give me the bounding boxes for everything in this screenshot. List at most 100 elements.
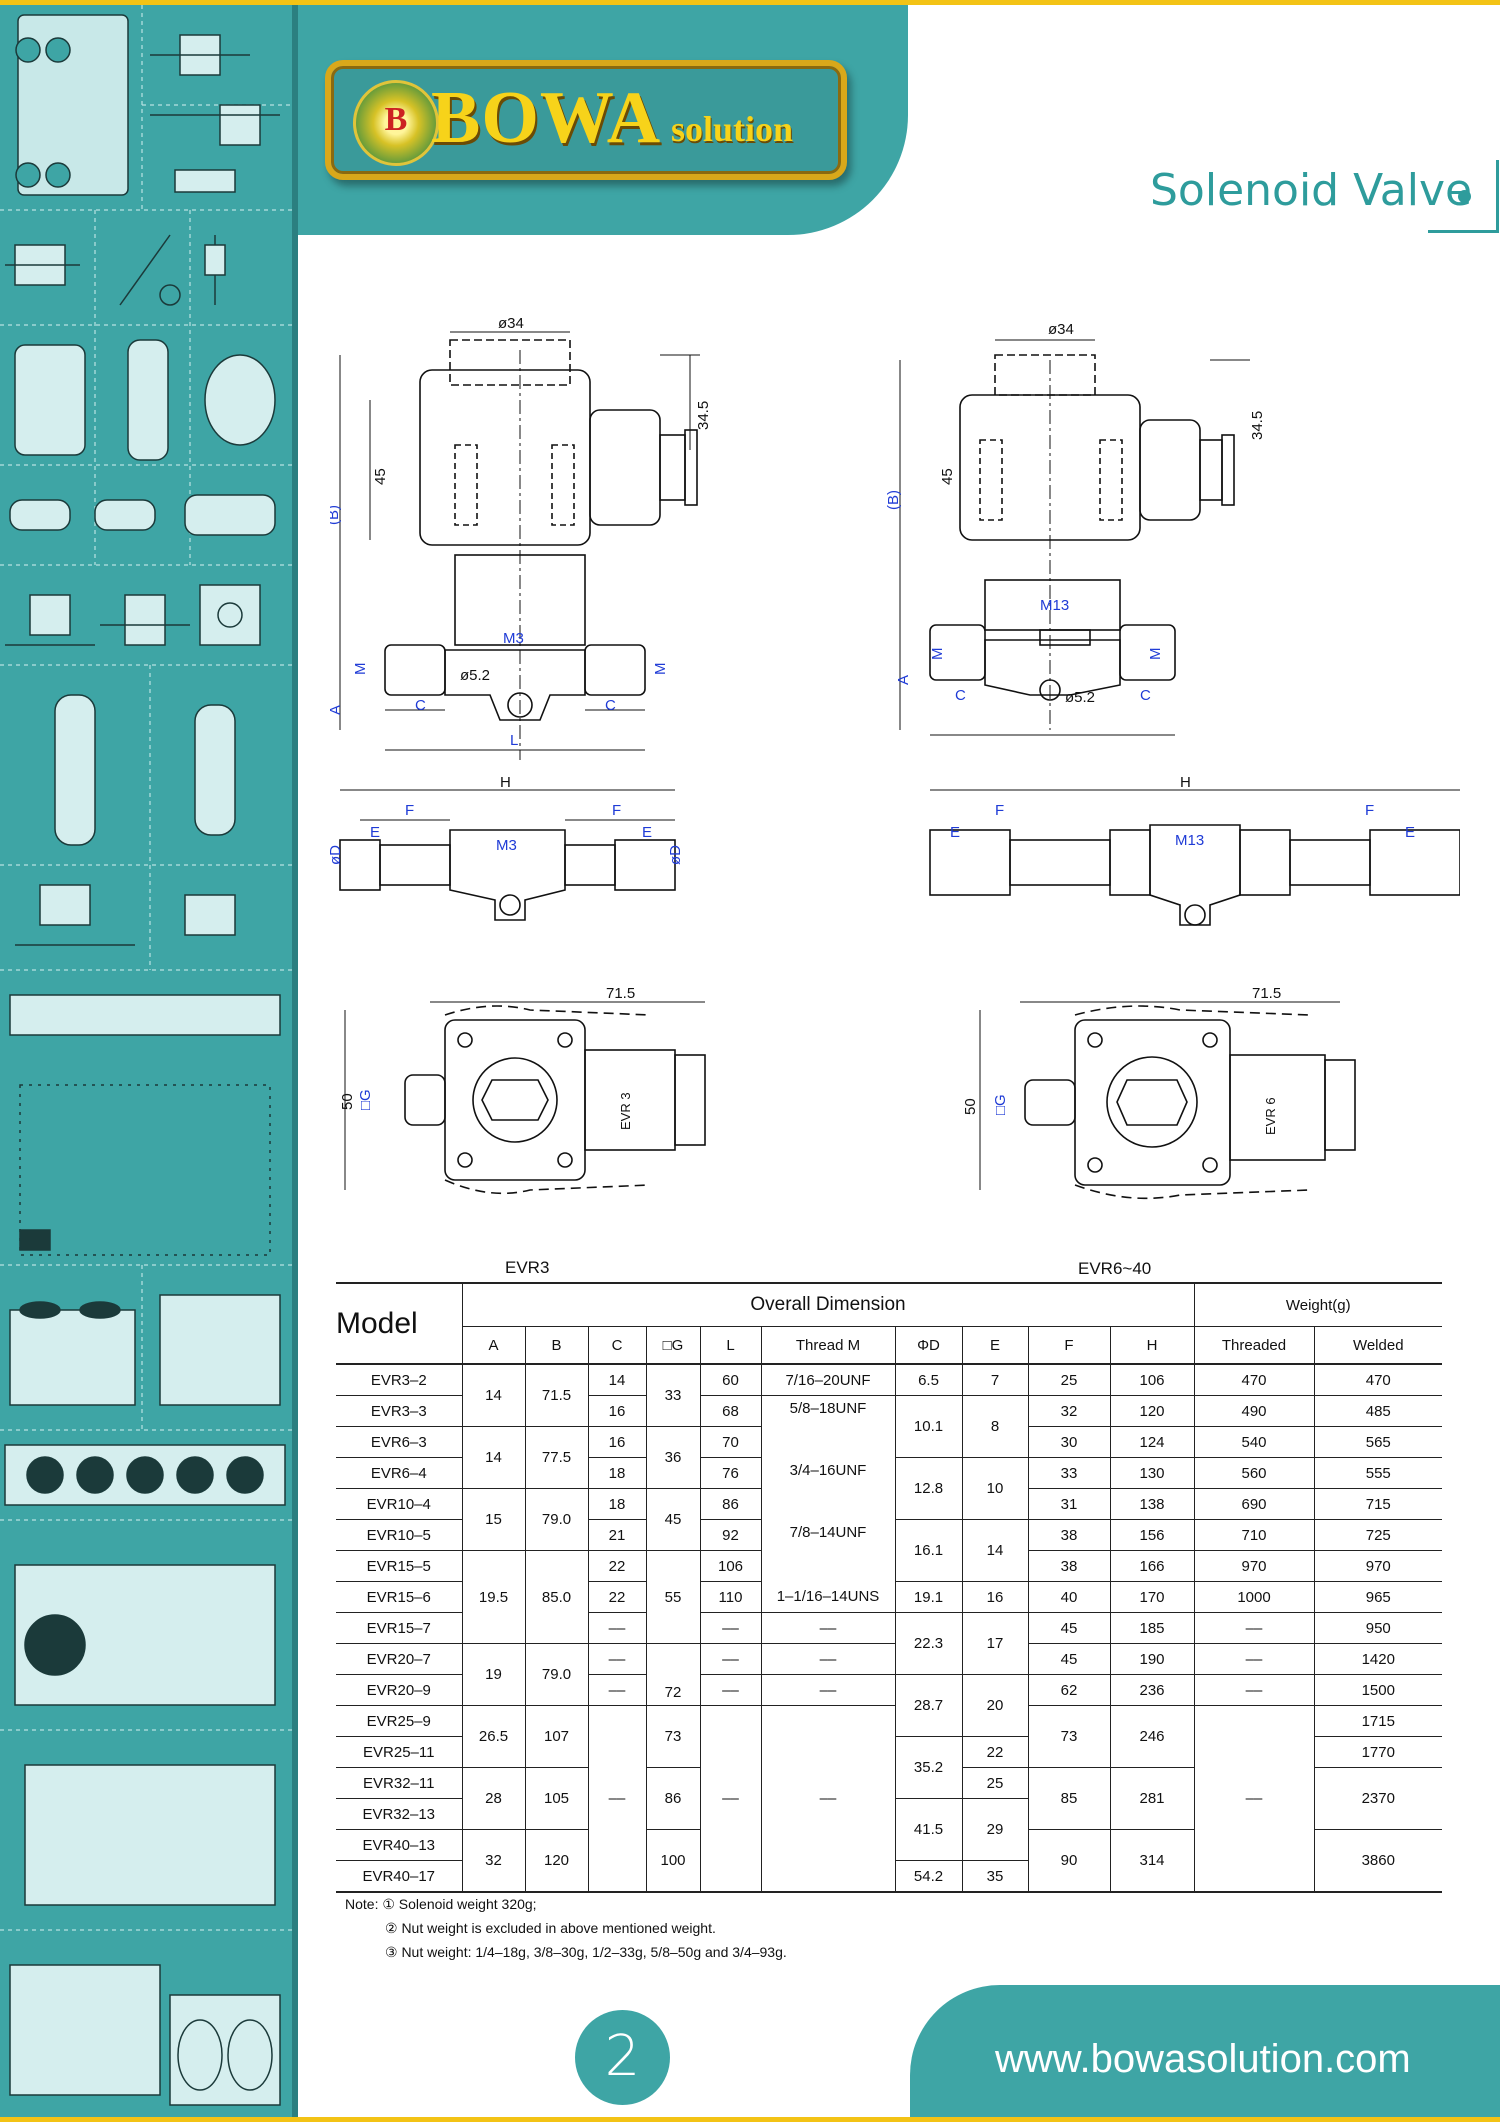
f-cell: 30 [1027, 1426, 1110, 1458]
dim-34-5-left: 34.5 [695, 401, 712, 430]
b-cell: 107 [524, 1705, 588, 1768]
website-url[interactable]: www.bowasolution.com [995, 2037, 1411, 2081]
threaded-cell: 1000 [1193, 1581, 1314, 1613]
table-row: EVR3–2 14 71.5 14 33 60 7/16–20UNF 6.5 7… [336, 1364, 1442, 1427]
b-cell: 71.5 [524, 1364, 588, 1427]
model-cell: EVR40–17 [336, 1860, 462, 1893]
welded-cell: 2370 [1313, 1767, 1442, 1830]
model-cell: EVR10–5 [336, 1519, 462, 1551]
caption-evr6-40: EVR6~40 [1078, 1259, 1152, 1278]
threaded-cell: –– [1193, 1705, 1314, 1893]
table-row: EVR32–13 41.5 29 [336, 1798, 1442, 1861]
dim-f-right-1: F [995, 802, 1004, 819]
dim-d-left-2: øD [667, 845, 684, 865]
dim-a-right: A [895, 675, 912, 685]
col-threaded-header: Threaded [1193, 1326, 1314, 1364]
table-row: EVR15–5 19.5 85.0 22 55 106 38 166 970 9… [336, 1550, 1442, 1644]
welded-cell: 3860 [1313, 1829, 1442, 1893]
col-h-header: H [1109, 1326, 1194, 1364]
dim-dia5-2-left: ø5.2 [460, 667, 490, 684]
dim-71-5-left: 71.5 [606, 985, 635, 1002]
g-cell: 33 [645, 1364, 700, 1427]
model-header: Model [336, 1306, 418, 1340]
a-cell: 32 [461, 1829, 525, 1893]
model-cell: EVR6–3 [336, 1426, 462, 1458]
table-row: EVR15–7 –– –– –– 22.3 17 45 185 –– 950 [336, 1612, 1442, 1675]
col-a-header: A [461, 1326, 525, 1364]
thread-cell: 7/8–14UNF [760, 1519, 895, 1582]
h-cell: 124 [1109, 1426, 1194, 1458]
g-cell: 36 [645, 1426, 700, 1489]
e-cell: 10 [961, 1457, 1028, 1520]
c-cell: 18 [587, 1457, 646, 1489]
l-cell: 106 [699, 1550, 761, 1582]
f-cell: 32 [1027, 1395, 1110, 1427]
h-cell: 156 [1109, 1519, 1194, 1551]
l-cell: 76 [699, 1457, 761, 1489]
l-cell: 68 [699, 1395, 761, 1427]
welded-cell: 715 [1313, 1488, 1442, 1520]
g-cell: 55 [645, 1550, 700, 1644]
welded-cell: 485 [1313, 1395, 1442, 1427]
col-thread-header: Thread M [760, 1326, 895, 1364]
h-cell: 190 [1109, 1643, 1194, 1675]
table-notes: Note: ① Solenoid weight 320g; ② Nut weig… [345, 1892, 787, 1964]
l-cell: 86 [699, 1488, 761, 1520]
l-cell: –– [699, 1674, 761, 1706]
welded-cell: 725 [1313, 1519, 1442, 1551]
table-row: EVR3–3 16 68 5/8–18UNF 10.1 8 32 120 490… [336, 1395, 1442, 1458]
welded-cell: 1420 [1313, 1643, 1442, 1675]
caption-evr3: EVR3 [505, 1258, 550, 1277]
e-cell: 16 [961, 1581, 1028, 1613]
table-row: EVR25–11 35.2 22 1770 [336, 1736, 1442, 1799]
welded-cell: 470 [1313, 1364, 1442, 1396]
dim-34-5-right: 34.5 [1249, 411, 1266, 440]
welded-cell: 1715 [1313, 1705, 1442, 1737]
model-cell: EVR20–9 [336, 1674, 462, 1706]
model-cell: EVR20–7 [336, 1643, 462, 1675]
logo-emblem-letter: B [384, 101, 408, 138]
f-cell: 40 [1027, 1581, 1110, 1613]
thumbnail-grid [0, 5, 292, 2106]
thread-cell: 5/8–18UNF [760, 1395, 895, 1458]
model-cell: EVR15–5 [336, 1550, 462, 1582]
a-cell: 19 [461, 1643, 525, 1706]
threaded-cell: 970 [1193, 1550, 1314, 1582]
l-cell: –– [699, 1705, 761, 1893]
l-cell: 60 [699, 1364, 761, 1396]
overall-dimension-header: Overall Dimension [461, 1283, 1194, 1327]
c-cell: –– [587, 1705, 646, 1893]
dim-b-left: (B) [330, 505, 342, 525]
col-b-header: B [524, 1326, 588, 1364]
b-cell: 120 [524, 1829, 588, 1893]
e-cell: 25 [961, 1767, 1028, 1799]
threaded-cell: –– [1193, 1674, 1314, 1706]
thread-cell: 1–1/16–14UNS [760, 1581, 895, 1613]
f-cell: 73 [1027, 1705, 1110, 1768]
threaded-cell: 710 [1193, 1519, 1314, 1551]
dim-b-right: (B) [885, 490, 902, 510]
section-title: Solenoid Valve [1150, 165, 1473, 216]
a-cell: 26.5 [461, 1705, 525, 1768]
m3-label-mid: M3 [496, 837, 517, 854]
e-cell: 29 [961, 1798, 1028, 1861]
dim-e-right-2: E [1405, 824, 1415, 841]
m13-label-top: M13 [1040, 597, 1069, 614]
m3-label-top: M3 [503, 630, 524, 647]
thread-cell: 3/4–16UNF [760, 1457, 895, 1520]
dim-f-left-2: F [612, 802, 621, 819]
g-cell: 100 [645, 1829, 700, 1893]
table-row: EVR10–4 15 79.0 18 45 86 31 138 690 715 [336, 1488, 1442, 1551]
table-row: EVR32–11 28 105 86 25 85 281 2370 [336, 1767, 1442, 1830]
evr3-nameplate: EVR 3 [618, 1092, 633, 1130]
d-cell: 54.2 [894, 1860, 962, 1893]
f-cell: 38 [1027, 1550, 1110, 1582]
h-cell: 170 [1109, 1581, 1194, 1613]
b-cell: 77.5 [524, 1426, 588, 1489]
footer-band [910, 1985, 1500, 2117]
model-cell: EVR15–7 [336, 1612, 462, 1644]
e-cell: 14 [961, 1519, 1028, 1582]
table-row: EVR20–7 19 79.0 –– 72 –– –– 45 190 –– 14… [336, 1643, 1442, 1706]
dim-dia34-right: ø34 [1048, 321, 1074, 338]
dim-f-left-1: F [405, 802, 414, 819]
